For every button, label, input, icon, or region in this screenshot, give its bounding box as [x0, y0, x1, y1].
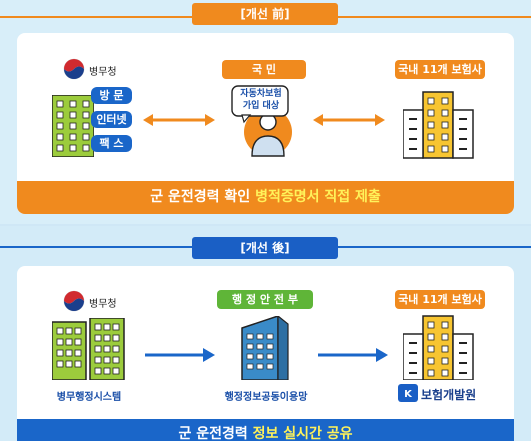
- after-banner-prefix: 군 운전경력: [178, 426, 253, 441]
- before-banner: 군 운전경력 확인 병적증명서 직접 제출: [17, 181, 514, 214]
- mma-system-buildings-icon: [52, 318, 125, 380]
- mma-building-icon: [52, 95, 94, 157]
- arrow-right-icon: [145, 348, 215, 362]
- after-banner-highlight: 정보 실시간 공유: [252, 426, 353, 441]
- double-arrow-icon: [313, 114, 385, 126]
- kidi-logo-icon: K: [398, 384, 418, 402]
- gov-building-icon: [241, 316, 289, 380]
- before-banner-prefix: 군 운전경력 확인: [150, 189, 256, 205]
- before-banner-highlight: 병적증명서 직접 제출: [255, 189, 381, 205]
- caption-gov-network: 행정정보공동이용망: [224, 392, 308, 403]
- svg-text:K: K: [404, 389, 413, 400]
- citizen-label: 국 민: [222, 60, 306, 79]
- bubble-text: 자동차보험 가입 대상: [233, 88, 289, 112]
- kidi-name: 보험개발원: [421, 388, 477, 402]
- insurer-building-icon: [403, 315, 474, 380]
- mma-logo-icon: [63, 290, 85, 312]
- caption-mma-system: 병무행정시스템: [56, 392, 122, 403]
- channel-fax: 팩 스: [91, 135, 132, 152]
- insurer-building-icon: [403, 91, 474, 159]
- double-arrow-icon: [143, 114, 215, 126]
- arrow-right-icon: [318, 348, 388, 362]
- citizen-person-icon: [231, 85, 292, 157]
- after-banner: 군 운전경력 정보 실시간 공유: [17, 419, 514, 441]
- channel-internet: 인터넷: [91, 111, 132, 128]
- gov-label: 행 정 안 전 부: [217, 290, 313, 309]
- before-tag: [개선 前]: [192, 3, 338, 25]
- insurers-label: 국내 11개 보험사: [395, 60, 485, 79]
- insurers-label: 국내 11개 보험사: [395, 290, 485, 309]
- bubble-line-1: 자동차보험: [240, 89, 282, 99]
- bubble-line-2: 가입 대상: [242, 101, 280, 111]
- after-tag: [개선 後]: [192, 237, 338, 259]
- agency-name: 병무청: [89, 67, 117, 78]
- agency-name: 병무청: [89, 299, 117, 310]
- mma-logo-icon: [63, 58, 85, 80]
- channel-visit: 방 문: [91, 87, 132, 104]
